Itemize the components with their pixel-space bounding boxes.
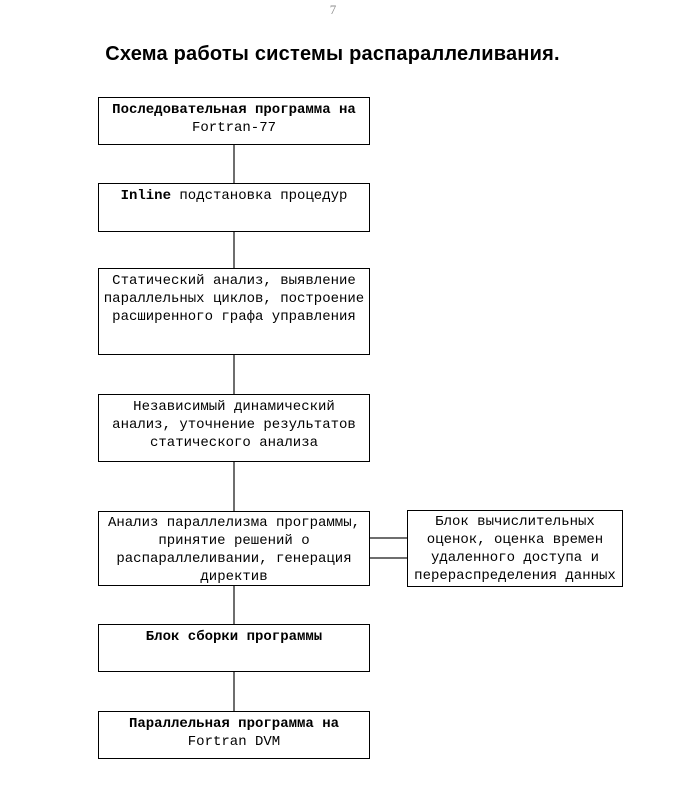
connector-assembly-to-parallel	[233, 672, 235, 711]
page-title: Схема работы системы распараллеливания.	[105, 43, 560, 65]
flow-box-computational-estimates: Блок вычислительных оценок, оценка време…	[407, 510, 623, 587]
box-line: статического анализа	[149, 435, 319, 451]
box-line: параллельных циклов, построение	[103, 291, 365, 307]
box-line: расширенного графа управления	[112, 309, 356, 325]
box-line: Блок вычислительных	[435, 514, 595, 530]
box-line: Блок сборки программы	[145, 629, 323, 645]
box-line: перераспределения данных	[414, 568, 616, 584]
box-line: оценок, оценка времен	[426, 532, 604, 548]
connector-parallelism-to-estimates-bottom	[370, 557, 407, 559]
flow-box-program-assembly: Блок сборки программы	[98, 624, 370, 672]
connector-parallelism-to-assembly	[233, 586, 235, 624]
connector-dynamic-to-parallelism	[233, 462, 235, 511]
box-line: Fortran-77	[191, 120, 276, 136]
connector-parallelism-to-estimates-top	[370, 537, 407, 539]
flow-box-inline-substitution: Inline подстановка процедур	[98, 183, 370, 232]
connector-static-to-dynamic	[233, 355, 235, 394]
page-number: 7	[329, 2, 337, 17]
flow-box-dynamic-analysis: Независимый динамический анализ, уточнен…	[98, 394, 370, 462]
box-line: Статический анализ, выявление	[112, 273, 356, 289]
box-line: анализ, уточнение результатов	[112, 417, 356, 433]
box-line: Независимый динамический	[133, 399, 335, 415]
box-line: распараллеливании, генерация	[116, 551, 352, 567]
box-line: Анализ параллелизма программы,	[107, 515, 361, 531]
box-line: Параллельная программа на	[128, 716, 340, 732]
flow-box-static-analysis: Статический анализ, выявление параллельн…	[98, 268, 370, 355]
connector-sequential-to-inline	[233, 145, 235, 183]
box-line: принятие решений о	[158, 533, 310, 549]
flow-box-sequential-program: Последовательная программа на Fortran-77	[98, 97, 370, 145]
flow-box-parallelism-analysis: Анализ параллелизма программы, принятие …	[98, 511, 370, 586]
box-line: Fortran DVM	[187, 734, 281, 750]
box-line: удаленного доступа и	[430, 550, 600, 566]
box-line: директив	[200, 569, 268, 585]
box-line: Последовательная программа на	[112, 102, 356, 118]
box-line: Inline подстановка процедур	[120, 188, 348, 204]
flow-box-parallel-program: Параллельная программа на Fortran DVM	[98, 711, 370, 759]
connector-inline-to-static	[233, 232, 235, 268]
